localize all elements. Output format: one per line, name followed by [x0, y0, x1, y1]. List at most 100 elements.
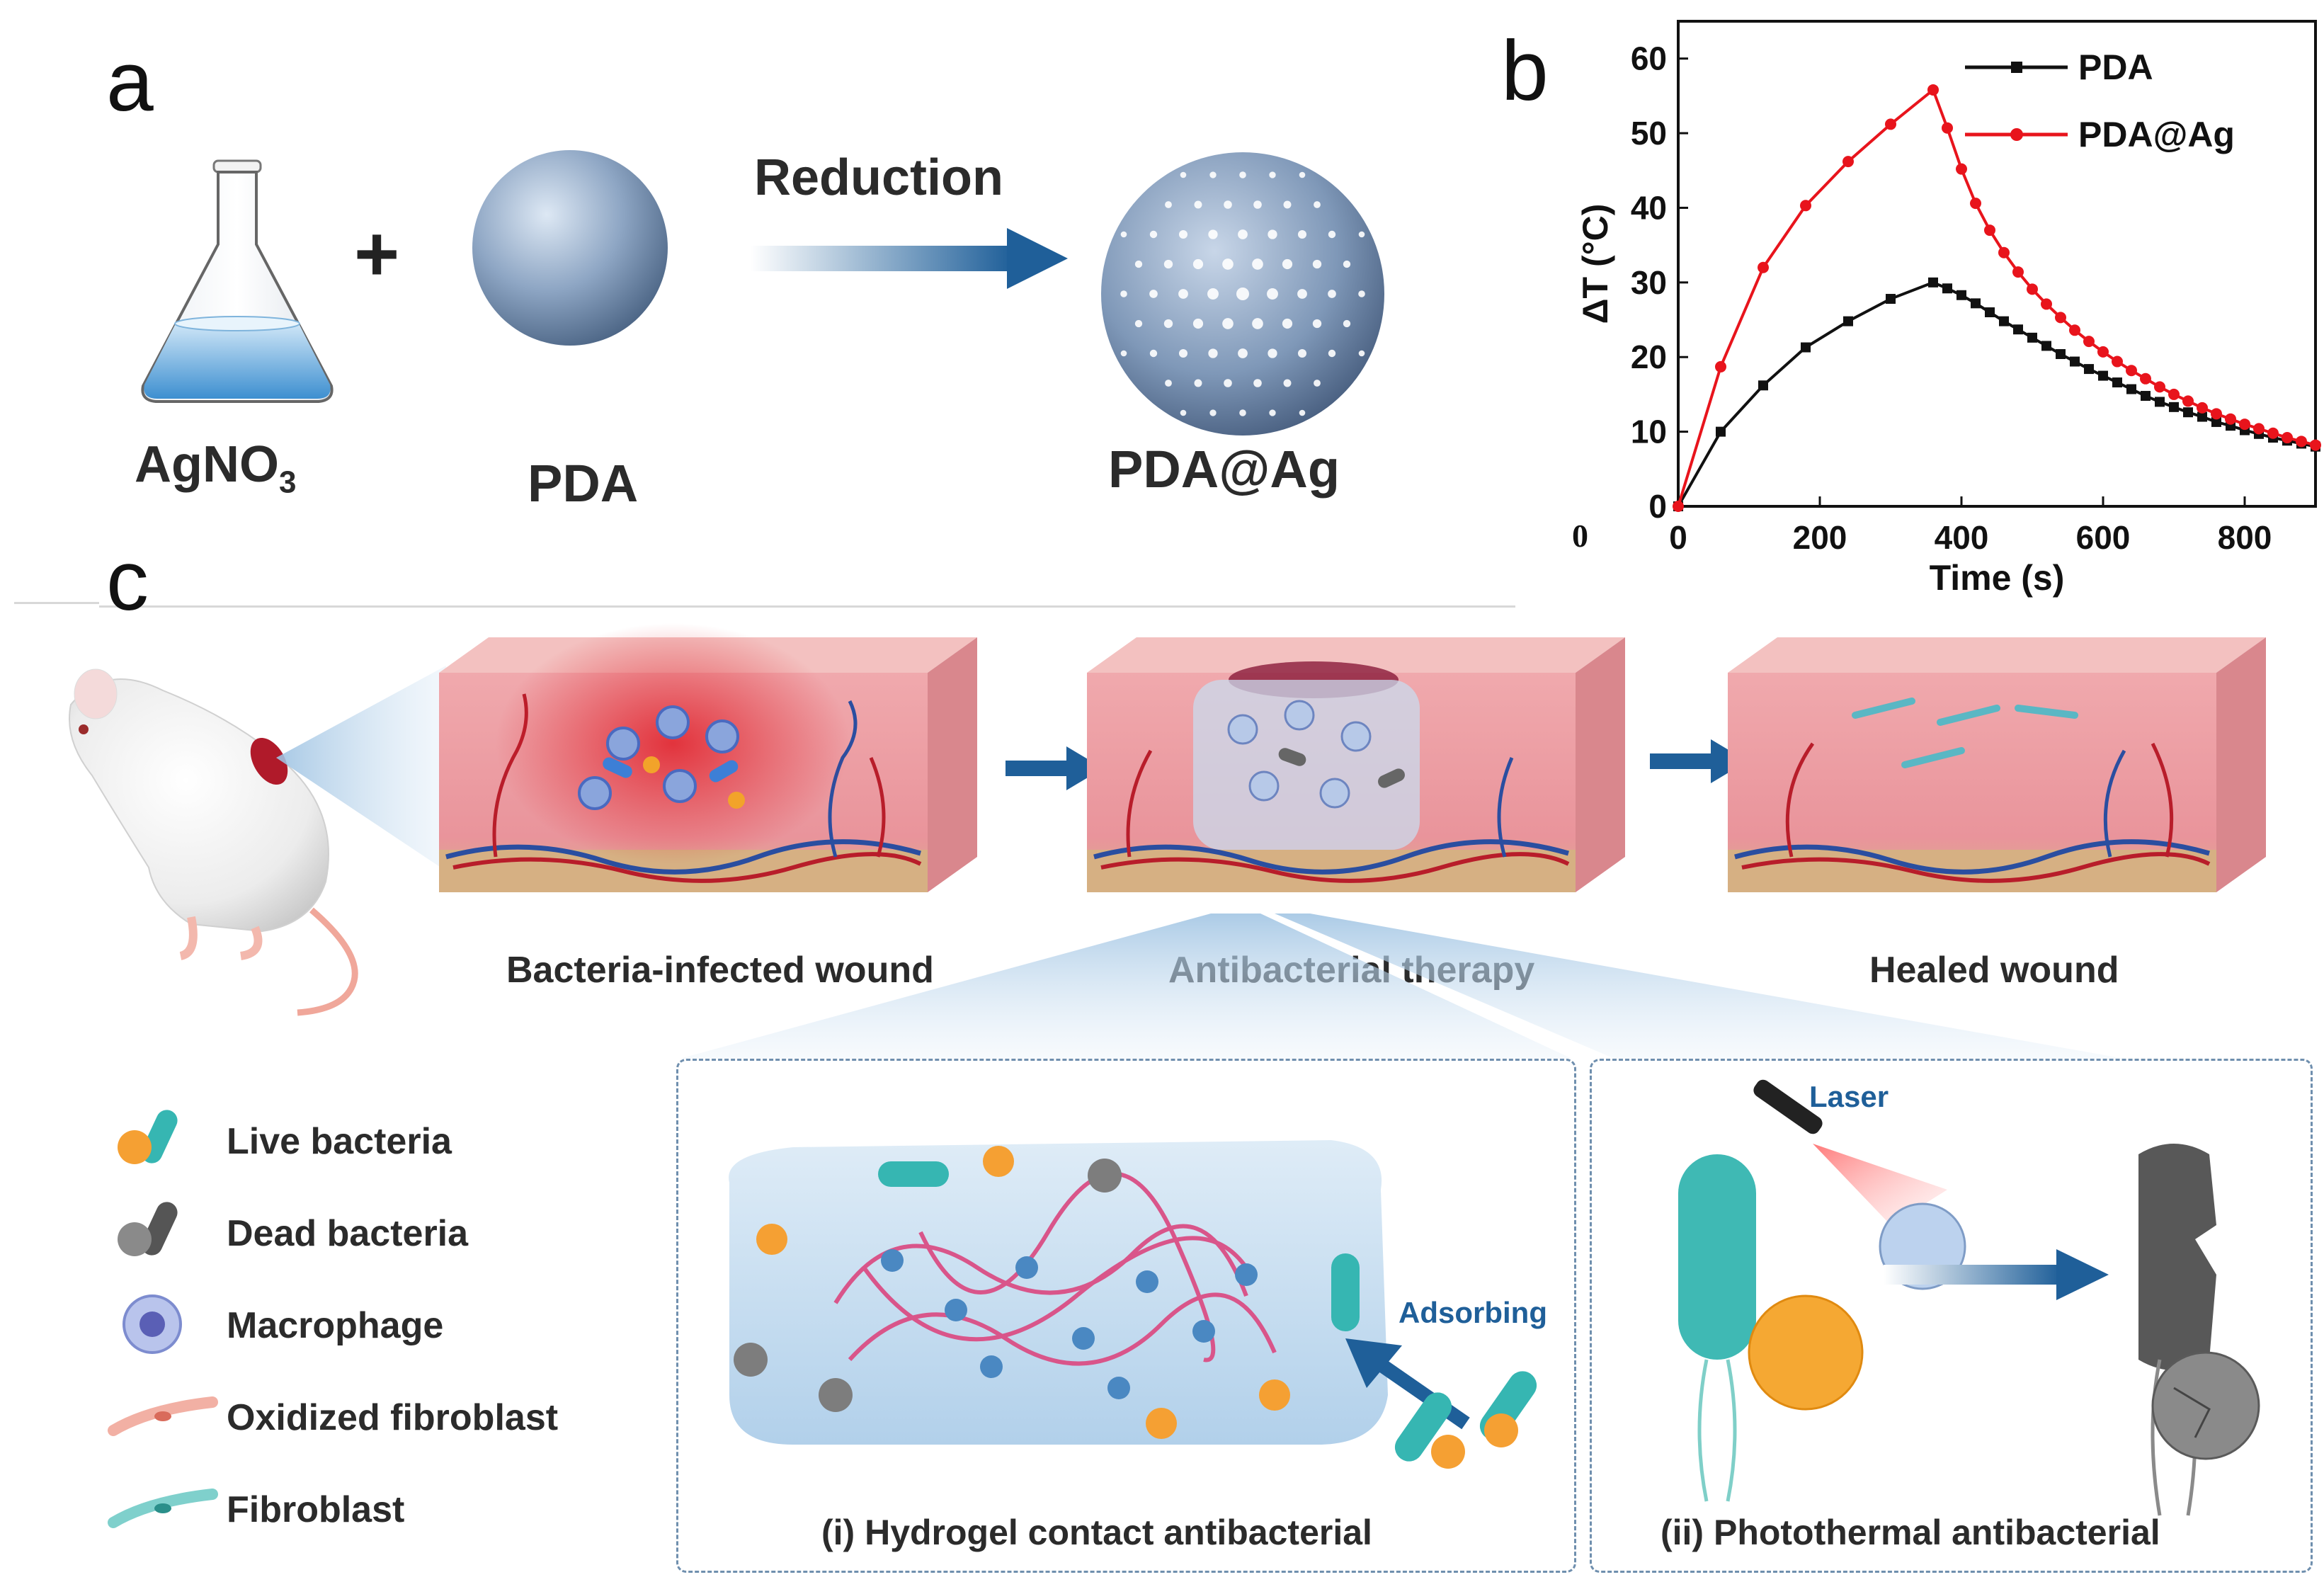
- x-tick-label: 600: [2076, 519, 2131, 556]
- data-point: [1984, 224, 1995, 237]
- erlenmeyer-flask-icon: [141, 159, 334, 403]
- data-point: [2070, 356, 2080, 367]
- data-point: [2168, 388, 2180, 400]
- silver-nanoparticle-dot: [1134, 319, 1143, 328]
- legend-label: PDA@Ag: [2078, 115, 2235, 154]
- y-tick-label: 60: [1631, 40, 1667, 77]
- silver-nanoparticle-dot: [1283, 200, 1292, 209]
- reduction-arrow-icon: [751, 228, 1068, 289]
- series-line: [1677, 87, 2316, 507]
- data-point: [2197, 402, 2208, 414]
- zoom-fan: [276, 666, 446, 871]
- silver-nanoparticle-dot: [1252, 318, 1263, 329]
- data-point: [1956, 290, 1966, 300]
- silver-nanoparticle-dot: [1299, 171, 1306, 178]
- silver-nanoparticle-dot: [1149, 230, 1158, 239]
- data-point: [1758, 380, 1768, 391]
- adsorbing-label: Adsorbing: [1399, 1296, 1547, 1329]
- silver-nanoparticle-dot: [1283, 379, 1292, 387]
- silver-nanoparticle-dot: [1163, 259, 1173, 269]
- data-point: [1928, 277, 1938, 288]
- legend-row-fibroblast: Fibroblast: [106, 1473, 744, 1551]
- silver-nanoparticle-dot: [1178, 348, 1188, 358]
- arrow-to-therapy-icon: [1006, 746, 1103, 790]
- pda-ag-label: PDA@Ag: [1108, 440, 1340, 499]
- data-point: [1800, 200, 1811, 212]
- x-tick-label: 0: [1669, 519, 1687, 556]
- silver-nanoparticle-dot: [1178, 229, 1188, 239]
- data-point: [1801, 342, 1811, 353]
- silver-nanoparticle-dot: [1180, 409, 1187, 416]
- silver-nanoparticle-dot: [1149, 349, 1158, 358]
- plus-sign: +: [354, 210, 400, 297]
- y-tick-label: 10: [1631, 414, 1667, 450]
- data-point: [1886, 294, 1896, 305]
- data-point: [2140, 372, 2151, 385]
- silver-nanoparticle-dot: [1165, 380, 1172, 387]
- data-point: [2055, 312, 2066, 324]
- silver-nanoparticle-dot: [1239, 409, 1246, 416]
- legend-marker: [2010, 128, 2023, 141]
- data-point: [2112, 377, 2122, 388]
- data-point: [2154, 381, 2165, 393]
- data-point: [1998, 246, 2010, 258]
- silver-nanoparticle-dot: [1267, 288, 1278, 300]
- skin-block-therapy: [1087, 637, 1625, 892]
- inset-ii-label: (ii) Photothermal antibacterial: [1661, 1513, 2160, 1552]
- silver-nanoparticle-dot: [1239, 171, 1246, 178]
- data-point: [2182, 395, 2194, 407]
- data-point: [2282, 432, 2293, 444]
- dead-bacterium-large-icon: [2138, 1144, 2216, 1516]
- data-point: [1715, 360, 1726, 372]
- skin-block-infected: [439, 623, 977, 892]
- legend-row-dead-bacteria: Dead bacteria: [106, 1197, 744, 1275]
- silver-nanoparticle-dot: [1312, 319, 1322, 329]
- data-point: [2183, 407, 2193, 418]
- x-tick-label: 400: [1935, 519, 1989, 556]
- data-point: [2239, 419, 2250, 431]
- pda-label: PDA: [528, 454, 639, 513]
- dead-particle-icon: [2151, 1351, 2260, 1460]
- silver-nanoparticle-dot: [1208, 348, 1218, 358]
- data-point: [2310, 439, 2321, 451]
- legend-row-oxidized-fibroblast: Oxidized fibroblast: [106, 1381, 744, 1459]
- y-tick-label: 40: [1631, 189, 1667, 226]
- data-point: [2141, 391, 2151, 402]
- inset-i-label: (i) Hydrogel contact antibacterial: [821, 1513, 1372, 1552]
- silver-nanoparticle-dot: [1297, 289, 1307, 299]
- silver-nanoparticle-dot: [1268, 348, 1277, 358]
- silver-nanoparticle-dot: [1180, 171, 1187, 178]
- x-axis-label: Time (s): [1930, 558, 2065, 598]
- data-point: [1843, 316, 1853, 326]
- oxidized-fibroblast-icon: [108, 1396, 218, 1436]
- legend-label: Live bacteria: [227, 1121, 452, 1162]
- hydrogel-network-icon: [729, 1140, 1388, 1445]
- y-tick-label: 50: [1631, 115, 1667, 152]
- x-tick-label: 800: [2218, 519, 2272, 556]
- data-point: [2041, 341, 2051, 351]
- data-point: [2098, 370, 2108, 381]
- data-point: [2112, 355, 2123, 368]
- inset-hydrogel-box: [676, 1059, 1576, 1573]
- data-point: [2056, 349, 2066, 360]
- data-point: [2083, 336, 2095, 348]
- silver-nanoparticle-dot: [1269, 409, 1276, 416]
- data-point: [2084, 364, 2094, 375]
- laser-label: Laser: [1809, 1080, 1889, 1113]
- legend-label: PDA: [2078, 47, 2153, 87]
- silver-nanoparticle-dot: [1328, 230, 1336, 239]
- y-tick-label: 20: [1631, 338, 1667, 375]
- dead-bacteria-icon: [118, 1202, 178, 1256]
- panel-b-letter: b: [1501, 23, 1549, 118]
- incoming-bacteria-icon: [1394, 1371, 1537, 1469]
- silver-nanoparticle-dot: [1297, 229, 1307, 239]
- live-bacterium-large-icon: [1678, 1154, 1756, 1502]
- silver-nanoparticle-dot: [1328, 349, 1336, 358]
- silver-nanoparticle-dot: [1134, 260, 1143, 268]
- silver-nanoparticle-dot: [1268, 229, 1277, 239]
- silver-nanoparticle-dot: [1238, 229, 1248, 239]
- silver-nanoparticle-dot: [1358, 350, 1365, 357]
- photothermal-arrow-icon: [1884, 1249, 2109, 1300]
- data-point: [2211, 416, 2221, 427]
- data-point: [1927, 84, 1939, 96]
